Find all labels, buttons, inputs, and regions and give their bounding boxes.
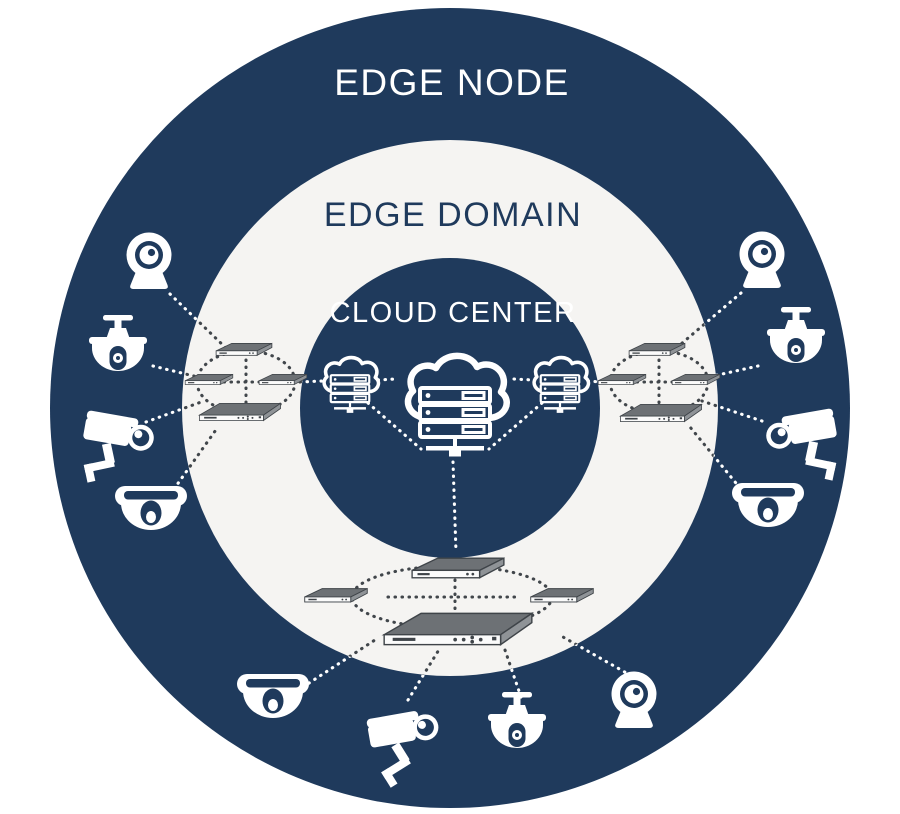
edge-node-label: EDGE NODE [334,62,570,103]
cloud-center-label: CLOUD CENTER [330,297,577,329]
edge-domain-label: EDGE DOMAIN [324,196,582,234]
webcam-icon [739,231,785,288]
webcam-icon [126,232,172,289]
webcam-icon [611,671,657,728]
